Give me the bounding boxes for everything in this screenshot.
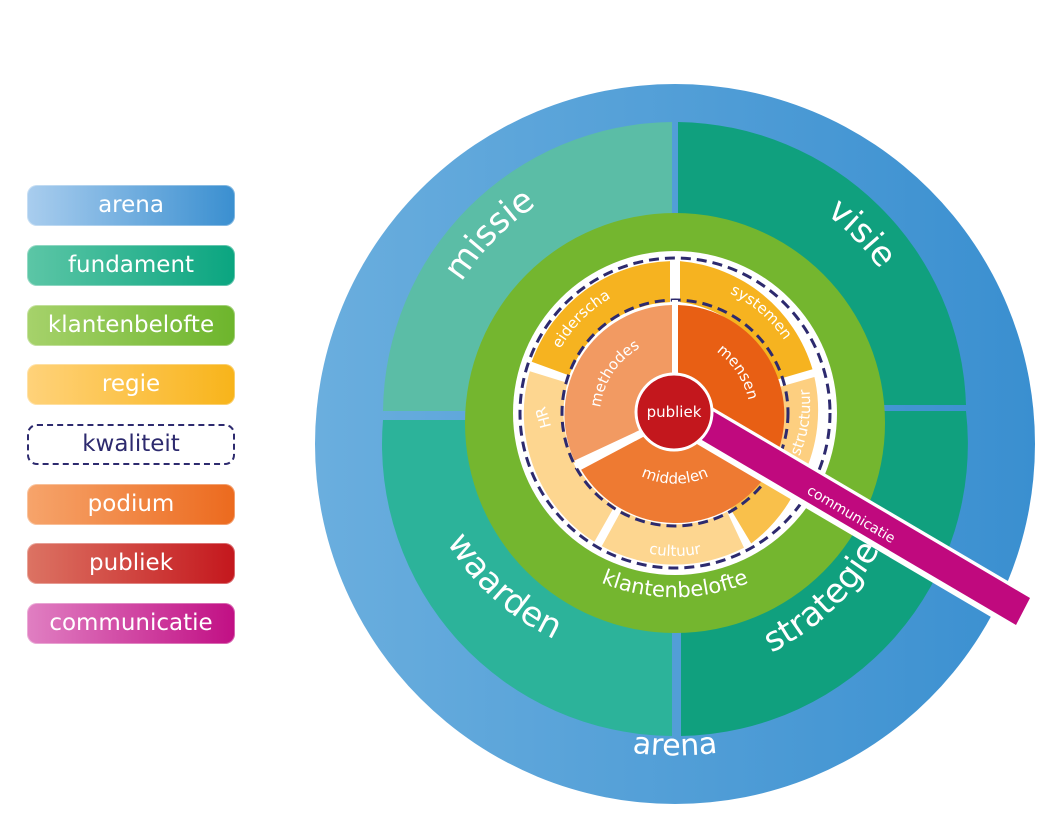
fundament-segment-visie: [678, 122, 966, 405]
legend-item-publiek: publiek: [27, 543, 235, 584]
legend-item-podium: podium: [27, 484, 235, 525]
legend-item-klantenbelofte: klantenbelofte: [27, 305, 235, 346]
legend-item-regie: regie: [27, 364, 235, 405]
kwaliteit-outer-boundary: [518, 256, 832, 570]
regie-label-hr: HR: [532, 404, 555, 430]
regie-segment-cultuur: [601, 510, 744, 565]
fundament-segment-strategie: [681, 411, 968, 736]
legend-item-communicatie: communicatie: [27, 603, 235, 644]
regie-label-cultuur: cultuur: [648, 539, 703, 560]
communicatie-beam: [690, 406, 1030, 625]
legend-item-arena: arena: [27, 185, 235, 226]
legend-item-kwaliteit: kwaliteit: [27, 424, 235, 465]
legend-item-fundament: fundament: [27, 245, 235, 286]
regie-segment-leiderschap: [531, 261, 670, 376]
fundament-segment-waarden: [382, 420, 672, 736]
publiek-label: publiek: [647, 403, 702, 421]
regie-segment-systemen: [680, 261, 813, 381]
fundament-segment-missie: [383, 122, 672, 411]
publiek-core: [634, 372, 714, 452]
podium-segment-middelen: [581, 420, 768, 524]
